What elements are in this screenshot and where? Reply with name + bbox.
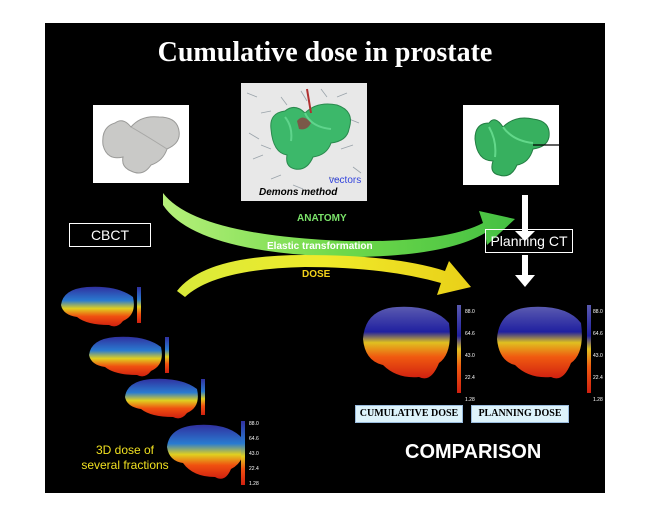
fraction4-tick-3: 43.0 xyxy=(249,447,259,462)
cumulative-tick-3: 43.0 xyxy=(465,345,475,367)
cumulative-tick-4: 22.4 xyxy=(465,367,475,389)
cumulative-dose-image: 88.0 64.6 43.0 22.4 1.28 xyxy=(357,299,481,399)
fraction4-tick-4: 22.4 xyxy=(249,462,259,477)
planning-tick-5: 1.28 xyxy=(593,389,603,411)
slide: Cumulative dose in prostate vectors Demo… xyxy=(45,23,605,493)
cumulative-tick-1: 88.0 xyxy=(465,301,475,323)
planning-tick-4: 22.4 xyxy=(593,367,603,389)
fraction4-tick-1: 88.0 xyxy=(249,417,259,432)
comparison-label: COMPARISON xyxy=(405,441,541,464)
planning-tick-2: 64.6 xyxy=(593,323,603,345)
fractions-caption-line1: 3D dose of xyxy=(65,443,185,458)
planning-tick-1: 88.0 xyxy=(593,301,603,323)
planning-dose-image: 88.0 64.6 43.0 22.4 1.28 xyxy=(491,299,605,399)
fraction-dose-image-3 xyxy=(121,373,227,423)
planning-dose-tag: PLANNING DOSE xyxy=(471,405,569,423)
dose-label: DOSE xyxy=(302,269,330,280)
planning-down-arrow-bottom xyxy=(515,255,535,287)
planning-tick-3: 43.0 xyxy=(593,345,603,367)
cumulative-dose-tag: CUMULATIVE DOSE xyxy=(355,405,463,423)
cbct-box: CBCT xyxy=(69,223,151,247)
anatomy-label: ANATOMY xyxy=(297,213,347,224)
fractions-caption: 3D dose of several fractions xyxy=(65,443,185,473)
cumulative-tick-2: 64.6 xyxy=(465,323,475,345)
fraction4-tick-2: 64.6 xyxy=(249,432,259,447)
fractions-caption-line2: several fractions xyxy=(65,458,185,473)
fraction-dose-image-1 xyxy=(57,281,163,331)
planning-ct-box: Planning CT xyxy=(485,229,573,253)
elastic-transformation-label: Elastic transformation xyxy=(267,241,373,252)
fraction4-tick-5: 1.28 xyxy=(249,477,259,492)
